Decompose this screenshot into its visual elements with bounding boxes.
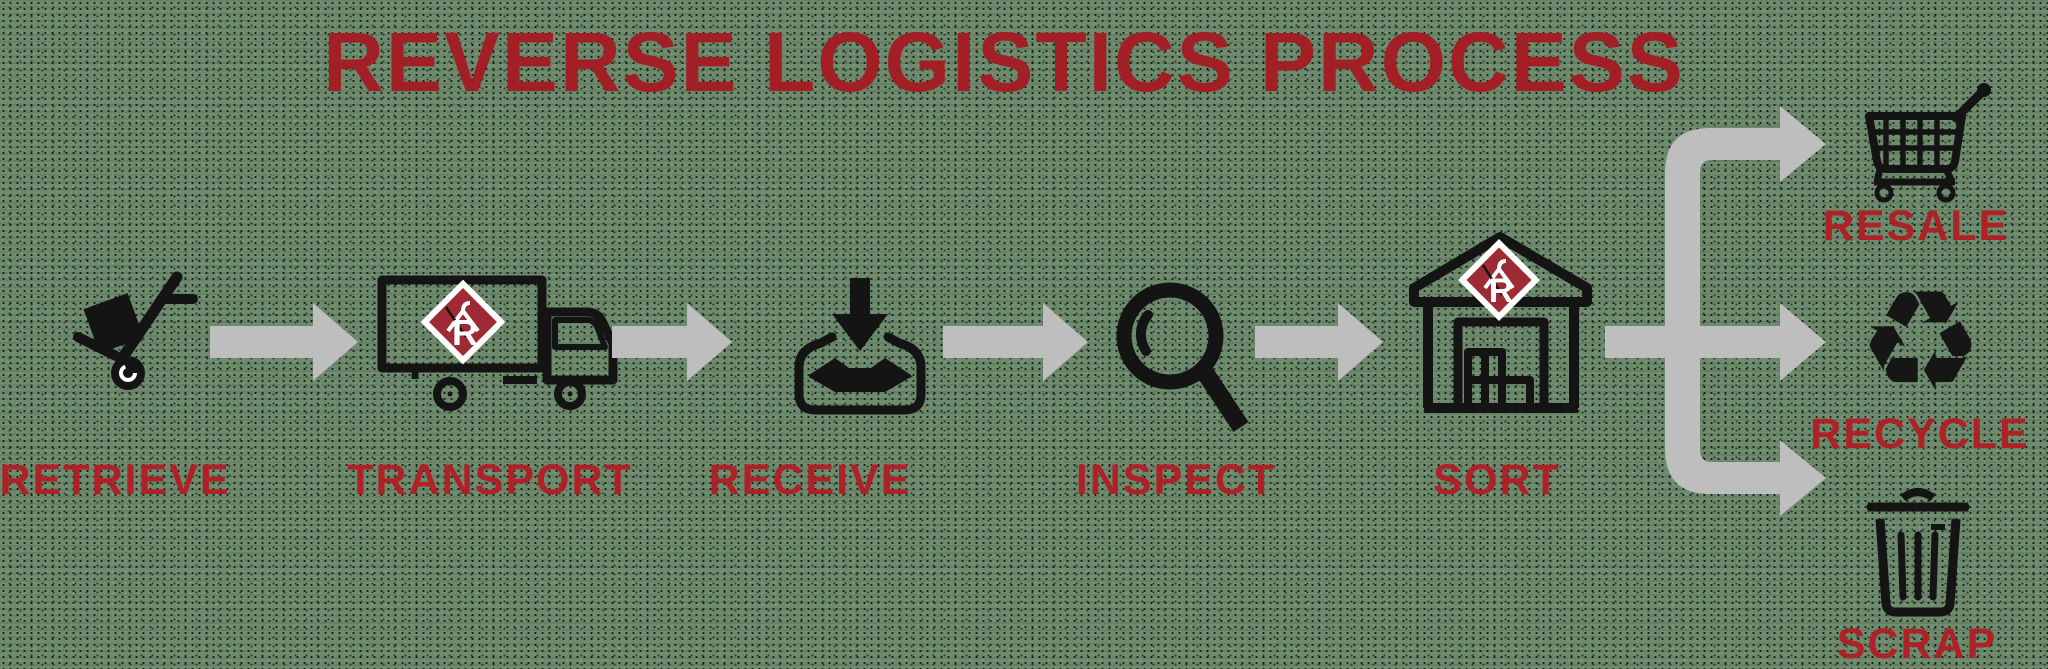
flow-arrow-2 bbox=[612, 303, 732, 381]
flow-arrow-4 bbox=[1255, 303, 1383, 381]
logo-letter: R bbox=[452, 312, 478, 353]
logo-letter: R bbox=[1489, 272, 1514, 310]
needle-icon bbox=[1481, 264, 1504, 296]
step-label-inspect: INSPECT bbox=[1075, 456, 1277, 504]
page-title: REVERSE LOGISTICS PROCESS bbox=[323, 15, 1685, 109]
brand-diamond-logo: R bbox=[1457, 238, 1541, 322]
hand-truck-icon bbox=[73, 271, 198, 390]
flow-arrow-1 bbox=[210, 303, 358, 381]
flow-arrow-3 bbox=[943, 303, 1088, 381]
outcome-label-resale: RESALE bbox=[1822, 202, 2010, 250]
brand-diamond-logo: R bbox=[420, 279, 506, 365]
step-label-sort: SORT bbox=[1433, 456, 1561, 504]
shopping-cart-icon bbox=[1865, 83, 1991, 203]
magnifying-glass-icon bbox=[1116, 282, 1249, 432]
trash-can-icon bbox=[1866, 488, 1970, 617]
box-truck-icon: R bbox=[377, 275, 618, 411]
recycle-symbol-icon: ♻ bbox=[1857, 261, 1984, 424]
outcome-label-scrap: SCRAP bbox=[1836, 620, 1998, 668]
inbox-tray-icon bbox=[794, 278, 926, 415]
outcome-label-recycle: RECYCLE bbox=[1810, 410, 2030, 458]
step-label-receive: RECEIVE bbox=[708, 456, 912, 504]
needle-icon bbox=[444, 306, 468, 338]
step-label-retrieve: RETRIEVE bbox=[0, 456, 231, 504]
warehouse-icon: R bbox=[1409, 232, 1592, 413]
branch-arrows bbox=[1605, 106, 1826, 516]
step-label-transport: TRANSPORT bbox=[347, 456, 633, 504]
